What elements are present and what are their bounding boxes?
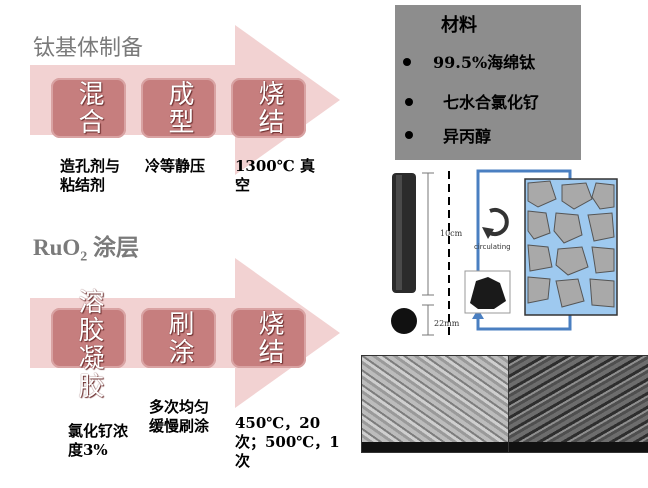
note-brush: 多次均匀缓慢刷涂 [149,398,210,435]
step-brush-label: 刷涂 [164,310,194,366]
note-coat-sinter: 450℃，20次；500℃，1次 [235,414,340,470]
step-mix-label: 混合 [74,80,104,136]
note-solgel: 氯化钌浓度3% [68,422,129,459]
step-sinter-label: 烧结 [254,80,284,136]
bullet-icon [405,98,413,106]
sem-scale-bar [362,442,508,452]
step-coat-sinter-box [231,308,306,368]
step-forming-box [141,78,216,138]
note-forming: 冷等静压 [145,157,206,175]
step-mix-box [51,78,126,138]
sem-scale-bar [509,442,648,452]
bullet-icon [405,131,413,139]
step-solgel-label: 溶胶凝胶 [74,288,104,400]
step-sinter-box [231,78,306,138]
cycle-arrow-icon [482,208,509,239]
materials-title: 材料 [441,15,477,36]
electrode-figure: 10cm 22mm circulating [391,169,618,338]
note-sinter: 1300℃ 真空 [235,157,315,194]
diameter-label: 22mm [434,319,460,328]
flow-label: circulating [474,243,511,251]
step-forming-label: 成型 [164,80,194,136]
material-item: 异丙醇 [443,127,492,146]
bullet-icon [403,58,411,66]
material-item: 99.5%海绵钛 [433,53,536,72]
step-solgel-box [51,308,126,368]
length-label: 10cm [440,229,463,238]
note-mix: 造孔剂与粘结剂 [60,157,121,194]
ruo2-section-title: RuO2 涂层 [33,235,140,265]
step-brush-box [141,308,216,368]
material-item: 七水合氯化钌 [443,93,540,112]
sem-image-right [508,355,648,453]
sem-image-left [361,355,509,453]
materials-panel: 材料 99.5%海绵钛 七水合氯化钌 异丙醇 [395,5,581,160]
step-coat-sinter-label: 烧结 [254,310,284,366]
titanium-section-title: 钛基体制备 [33,36,144,61]
